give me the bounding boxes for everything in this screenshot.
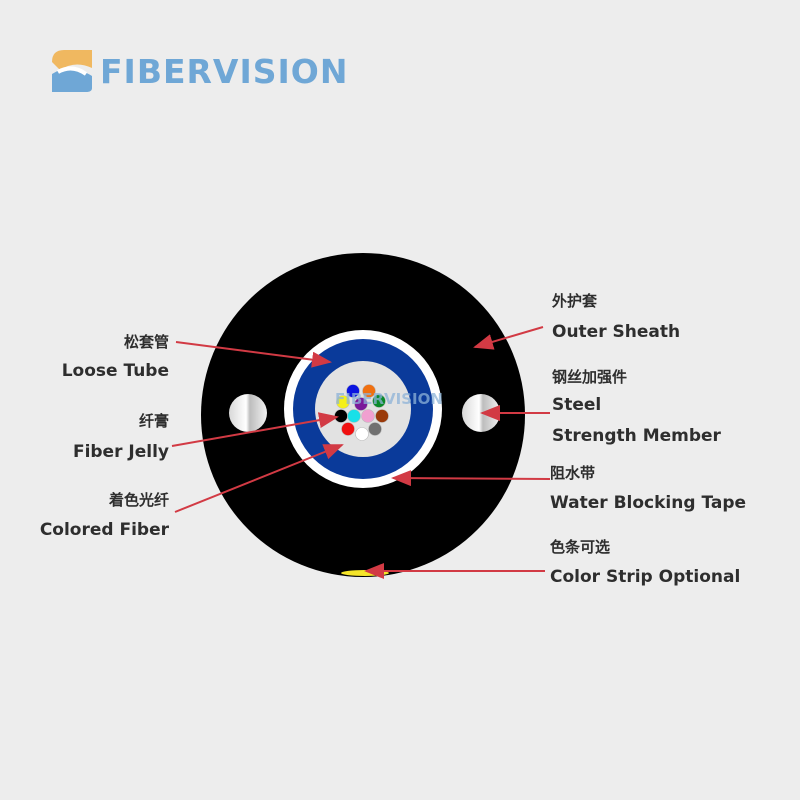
label-fiber-jelly-en: Fiber Jelly (72, 442, 169, 462)
arrow-colored-fiber (174, 444, 344, 513)
label-steel-en-1: Steel (552, 395, 602, 415)
colored-fiber (372, 394, 386, 408)
watermark: FIBERVISION (335, 390, 443, 408)
arrow-fiber-jelly (171, 412, 339, 447)
label-colored-fiber-en: Colored Fiber (39, 520, 169, 540)
arrow-loose-tube (175, 341, 332, 368)
label-steel-cn: 钢丝加强件 (552, 368, 628, 386)
label-color-strip-cn: 色条可选 (550, 538, 611, 556)
arrow-outer-sheath (473, 326, 544, 350)
colored-fiber (334, 409, 348, 423)
colored-fiber (354, 397, 368, 411)
colored-fiber (375, 409, 389, 423)
label-steel-en-2: Strength Member (552, 426, 721, 446)
label-color-strip-en: Color Strip Optional (550, 567, 741, 587)
colored-fiber (346, 384, 360, 398)
steel-strength-member-left (229, 394, 267, 432)
colored-fiber (341, 422, 355, 436)
colored-fiber (361, 409, 375, 423)
arrow-water-tape (391, 470, 551, 487)
label-water-tape-en: Water Blocking Tape (550, 493, 747, 513)
logo-text: FIBERVISION (100, 52, 349, 91)
label-colored-fiber-cn: 着色光纤 (108, 491, 169, 509)
logo-icon (52, 50, 92, 92)
label-loose-tube-en: Loose Tube (61, 361, 169, 381)
label-outer-sheath-en: Outer Sheath (552, 322, 681, 342)
arrows (171, 326, 551, 579)
label-water-tape-cn: 阻水带 (550, 464, 596, 482)
label-loose-tube-cn: 松套管 (123, 333, 169, 351)
label-outer-sheath-cn: 外护套 (552, 292, 598, 310)
label-fiber-jelly-cn: 纤膏 (138, 412, 169, 430)
colored-fiber (336, 395, 350, 409)
colored-fiber (355, 427, 369, 441)
colored-fiber (362, 384, 376, 398)
colored-fiber (368, 422, 382, 436)
colored-fiber (347, 409, 361, 423)
